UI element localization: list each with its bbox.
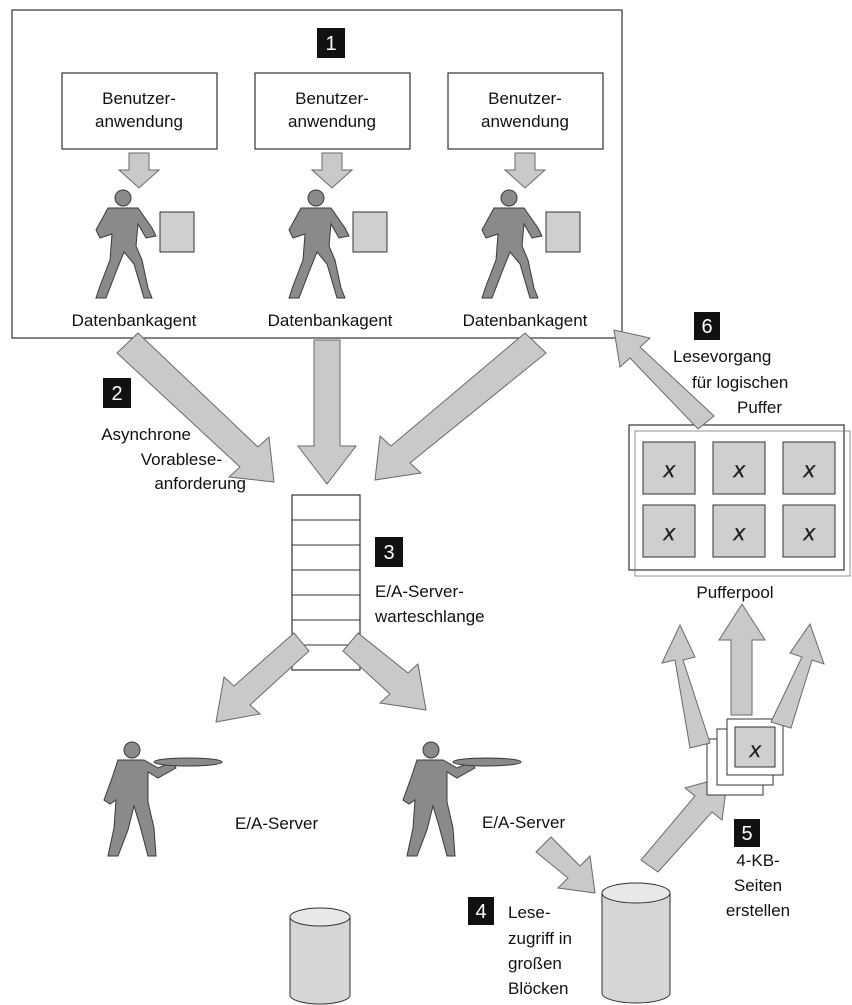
user-application-2: Benutzer- anwendung bbox=[254, 72, 411, 150]
svg-text:zugriff in: zugriff in bbox=[508, 929, 572, 948]
svg-text:X: X bbox=[662, 462, 675, 481]
queue-to-server-arrow-2 bbox=[342, 632, 427, 711]
user-application-3: Benutzer- anwendung bbox=[447, 72, 604, 150]
io-server-label-2: E/A-Server bbox=[482, 813, 565, 832]
pages-to-pool-arrow-1 bbox=[661, 623, 711, 749]
io-server-queue bbox=[291, 494, 361, 671]
step-5-badge: 5 bbox=[734, 819, 760, 847]
svg-text:anwendung: anwendung bbox=[481, 112, 569, 131]
svg-text:anwendung: anwendung bbox=[95, 112, 183, 131]
database-agent-label-2: Datenbankagent bbox=[268, 311, 393, 330]
svg-text:3: 3 bbox=[383, 542, 394, 564]
svg-text:Puffer: Puffer bbox=[737, 398, 782, 417]
io-server-label-1: E/A-Server bbox=[235, 814, 318, 833]
app-to-agent-arrow-1 bbox=[117, 152, 161, 189]
svg-text:erstellen: erstellen bbox=[726, 901, 790, 920]
buffer-pool-label: Pufferpool bbox=[696, 583, 773, 602]
step-4-badge: 4 bbox=[468, 897, 494, 925]
svg-text:Asynchrone: Asynchrone bbox=[101, 425, 191, 444]
database-agent-figure-1 bbox=[95, 189, 195, 299]
io-server-figure-1 bbox=[103, 741, 223, 857]
pool-to-agent-arrow bbox=[613, 329, 715, 430]
buffer-page-1: X bbox=[642, 441, 696, 495]
svg-text:4-KB-: 4-KB- bbox=[736, 851, 779, 870]
user-application-1: Benutzer- anwendung bbox=[61, 72, 218, 150]
agent-to-queue-arrow-1 bbox=[116, 332, 275, 483]
step-6-badge: 6 bbox=[694, 312, 720, 340]
svg-text:Benutzer-: Benutzer- bbox=[102, 89, 176, 108]
svg-text:Benutzer-: Benutzer- bbox=[488, 89, 562, 108]
logical-buffer-read-label: Lesevorgang für logischen Puffer bbox=[673, 347, 788, 417]
io-server-figure-2 bbox=[402, 741, 522, 857]
svg-text:X: X bbox=[732, 525, 745, 544]
svg-text:1: 1 bbox=[325, 33, 336, 55]
async-prefetch-label: Asynchrone Vorablese- anforderung bbox=[101, 425, 246, 493]
agent-to-queue-arrow-3 bbox=[374, 332, 547, 481]
svg-text:warteschlange: warteschlange bbox=[374, 607, 485, 626]
svg-text:E/A-Server-: E/A-Server- bbox=[375, 582, 464, 601]
svg-text:großen: großen bbox=[508, 954, 562, 973]
svg-text:5: 5 bbox=[741, 823, 752, 845]
database-agent-label-1: Datenbankagent bbox=[72, 311, 197, 330]
large-block-read-label: Lese- zugriff in großen Blöcken bbox=[508, 903, 572, 998]
svg-text:X: X bbox=[802, 525, 815, 544]
svg-text:Lesevorgang: Lesevorgang bbox=[673, 347, 771, 366]
svg-text:6: 6 bbox=[701, 316, 712, 338]
step-2-badge: 2 bbox=[103, 378, 131, 408]
svg-text:X: X bbox=[802, 462, 815, 481]
database-agent-figure-2 bbox=[288, 189, 388, 299]
agent-to-queue-arrow-2 bbox=[296, 339, 358, 485]
app-to-agent-arrow-2 bbox=[310, 152, 354, 189]
pages-to-pool-arrow-2 bbox=[718, 603, 766, 716]
database-disk-1 bbox=[289, 907, 351, 1005]
svg-text:anwendung: anwendung bbox=[288, 112, 376, 131]
buffer-page-3: X bbox=[782, 441, 836, 495]
svg-text:Lese-: Lese- bbox=[508, 903, 551, 922]
buffer-page-2: X bbox=[712, 441, 766, 495]
step-3-badge: 3 bbox=[375, 537, 403, 567]
server-to-disk-arrow bbox=[535, 836, 596, 894]
svg-text:anforderung: anforderung bbox=[154, 474, 246, 493]
step-1-badge: 1 bbox=[317, 28, 345, 58]
svg-text:X: X bbox=[732, 462, 745, 481]
queue-to-server-arrow-1 bbox=[215, 632, 310, 723]
svg-text:Seiten: Seiten bbox=[734, 876, 782, 895]
io-server-queue-label: E/A-Server- warteschlange bbox=[374, 582, 485, 626]
svg-text:Blöcken: Blöcken bbox=[508, 979, 568, 998]
create-pages-label: 4-KB- Seiten erstellen bbox=[726, 851, 790, 920]
svg-text:4: 4 bbox=[475, 901, 486, 923]
svg-text:2: 2 bbox=[111, 383, 122, 405]
database-disk-2 bbox=[601, 882, 671, 1004]
app-to-agent-arrow-3 bbox=[503, 152, 547, 189]
page-stack: X bbox=[706, 718, 784, 796]
buffer-page-6: X bbox=[782, 504, 836, 558]
svg-text:Vorablese-: Vorablese- bbox=[141, 450, 222, 469]
svg-text:für logischen: für logischen bbox=[692, 373, 788, 392]
database-agent-label-3: Datenbankagent bbox=[463, 311, 588, 330]
svg-text:X: X bbox=[748, 742, 761, 761]
pages-to-pool-arrow-3 bbox=[770, 622, 825, 729]
svg-text:Benutzer-: Benutzer- bbox=[295, 89, 369, 108]
svg-text:X: X bbox=[662, 525, 675, 544]
buffer-page-4: X bbox=[642, 504, 696, 558]
buffer-page-5: X bbox=[712, 504, 766, 558]
database-agent-figure-3 bbox=[481, 189, 581, 299]
